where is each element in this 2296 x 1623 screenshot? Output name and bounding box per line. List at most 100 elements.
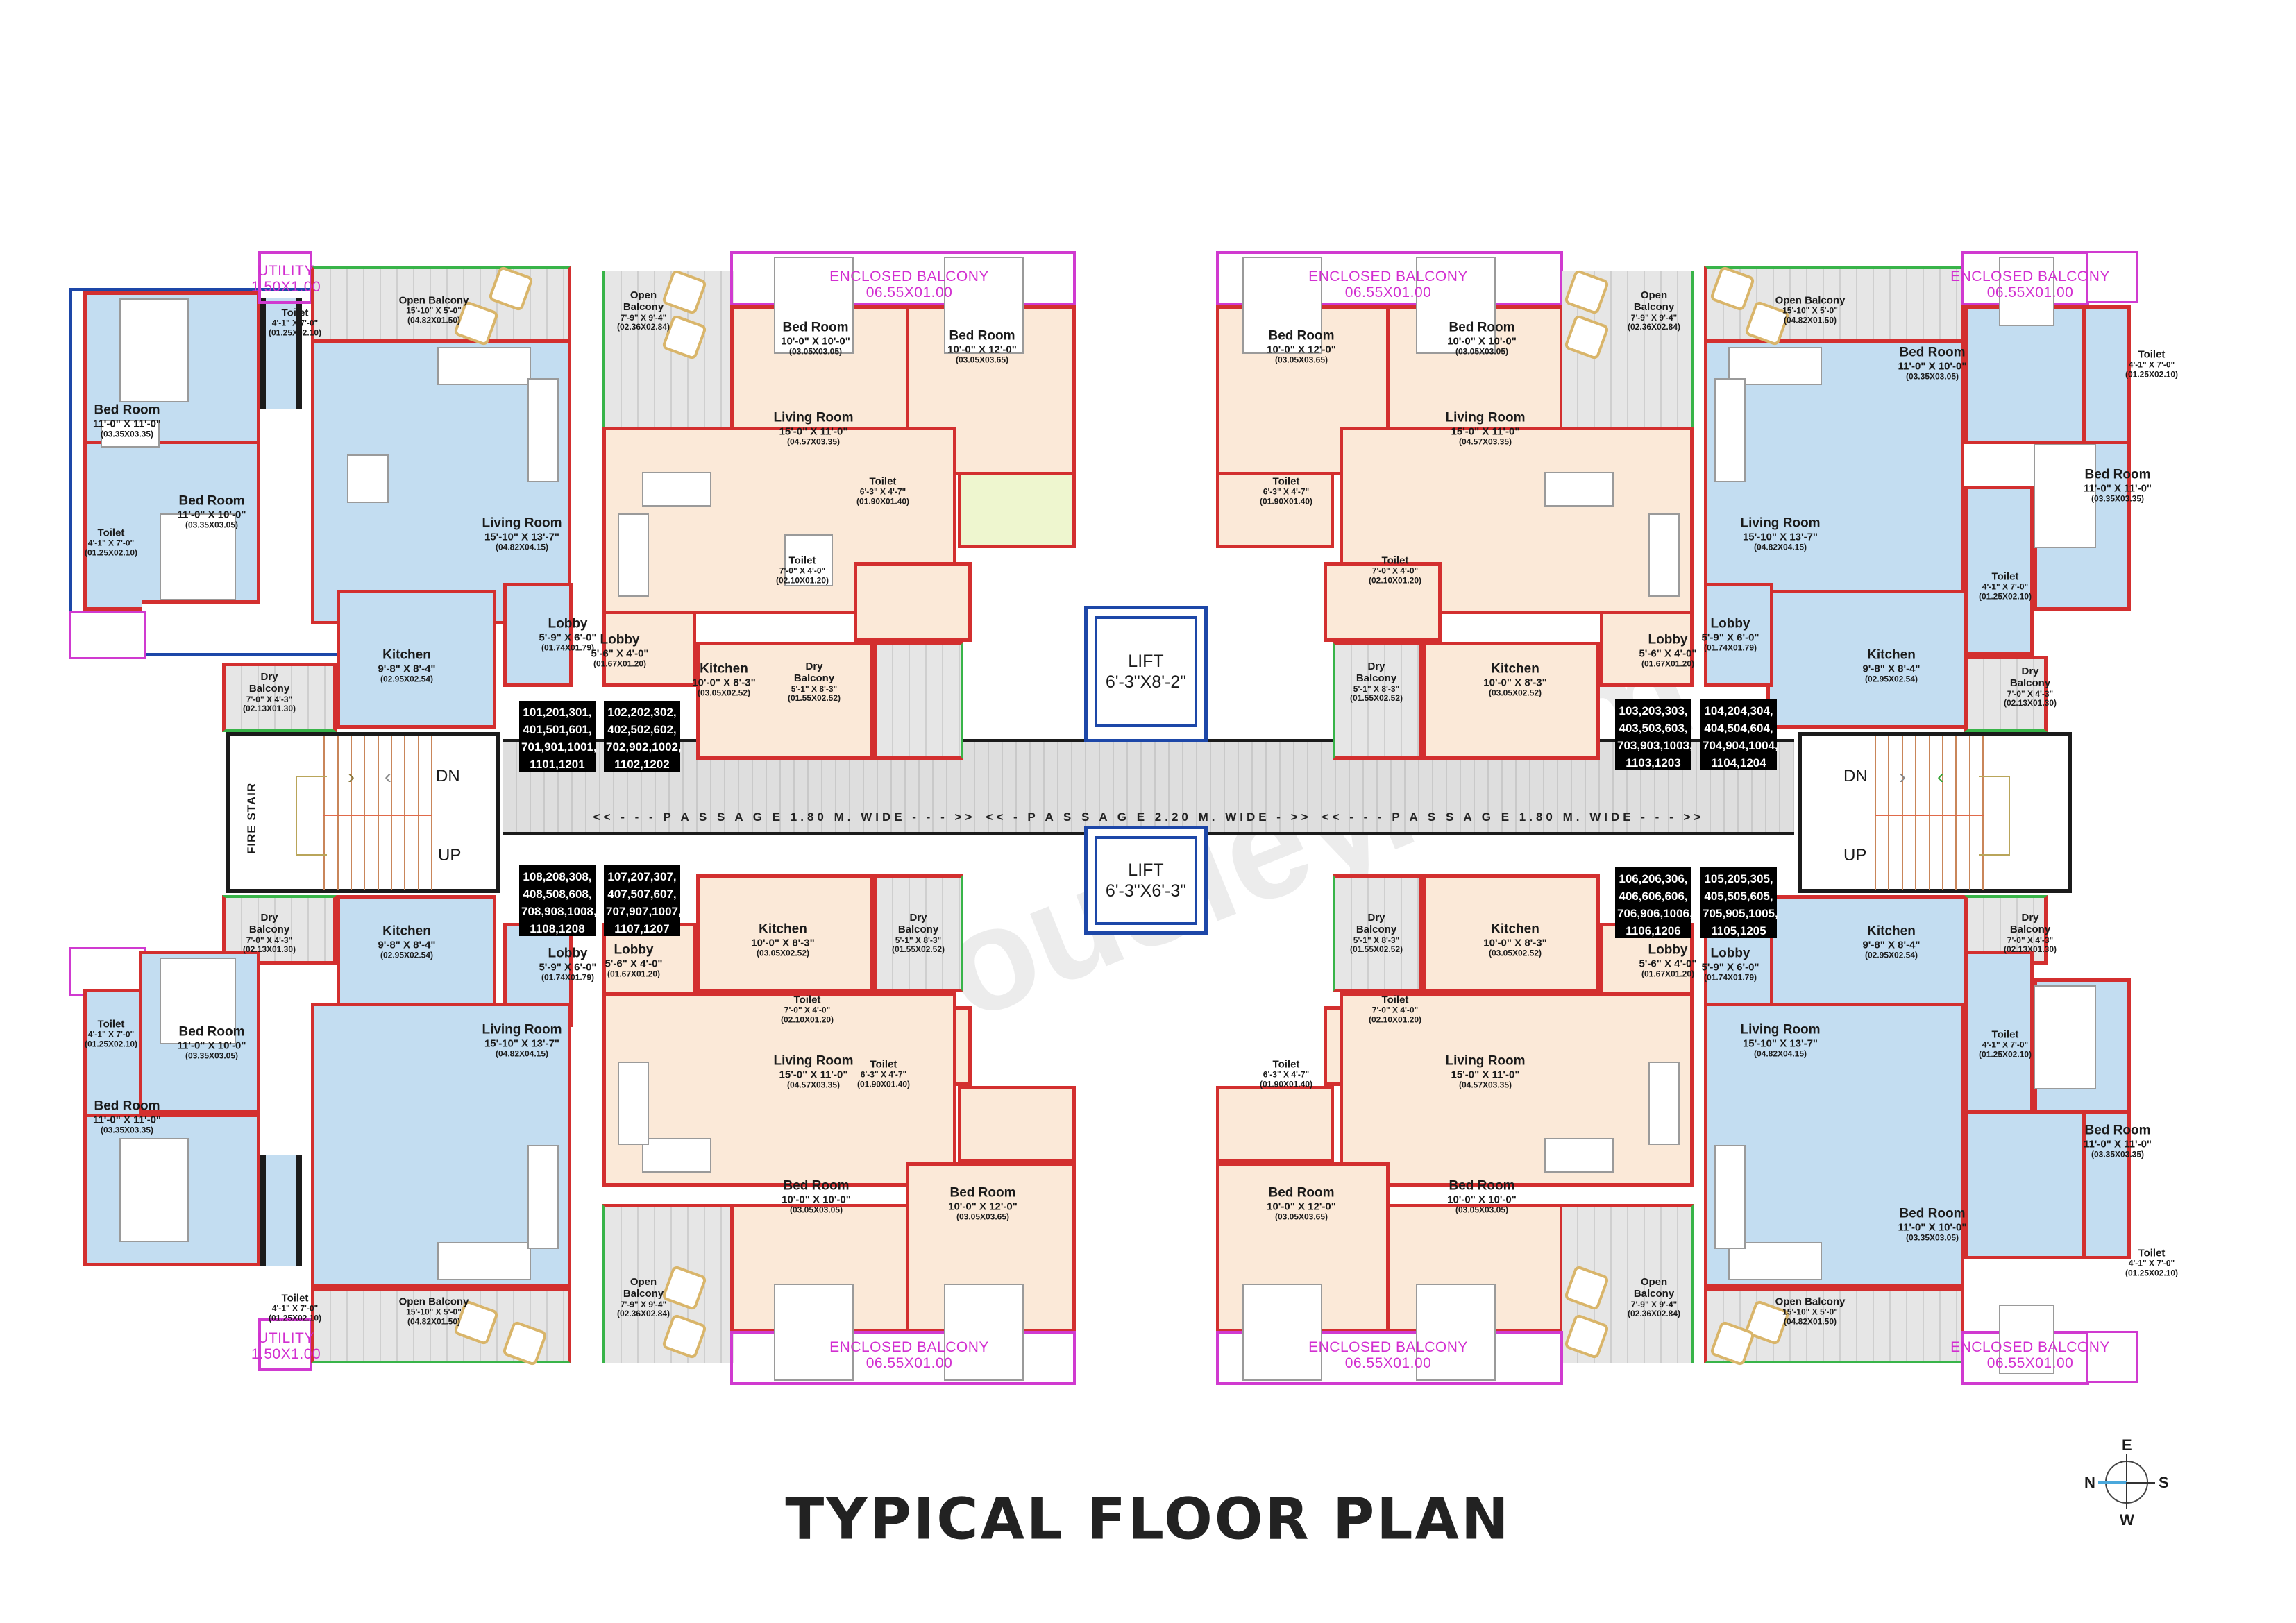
room-toilet: [2082, 305, 2131, 444]
room-dry-balcony: [873, 642, 963, 760]
room-kitchen: [696, 642, 873, 760]
stair-arrow-icon: ›: [348, 765, 355, 788]
lift-bottom-size: 6'-3"X6'-3": [1105, 881, 1187, 901]
compass-east: E: [2122, 1436, 2132, 1454]
enclosed-balcony: [1216, 1331, 1563, 1385]
page-title: TYPICAL FLOOR PLAN: [785, 1486, 1511, 1553]
compass-north: N: [2084, 1474, 2095, 1491]
room-toilet: [1216, 1086, 1334, 1162]
room-toilet: [1324, 562, 1442, 642]
room-bedroom: [1964, 305, 2086, 444]
room-bedroom: [906, 1162, 1076, 1332]
stair-dn-label: DN: [1843, 767, 1868, 785]
room-toilet-2: [260, 1155, 302, 1266]
passage-label-right: << - - - P A S S A G E 1.80 M. WIDE - - …: [1322, 810, 1705, 824]
stair-up-label: UP: [1843, 846, 1867, 865]
stair-arrow-icon: ‹: [1937, 765, 1944, 788]
fire-stair-label: FIRE STAIR: [245, 782, 258, 854]
room-lobby: [602, 611, 696, 687]
room-living: [602, 992, 956, 1187]
lift-bottom-label: LIFT: [1128, 860, 1164, 880]
lift-top-label: LIFT: [1128, 652, 1164, 671]
unit-numbers-08: 108,208,308, 408,508,608, 708,908,1008, …: [519, 865, 597, 936]
room-kitchen: [1423, 874, 1600, 992]
room-toilet: [958, 1086, 1076, 1162]
room-toilet: [83, 444, 142, 611]
room-lobby: [1704, 583, 1773, 687]
compass-south: S: [2159, 1474, 2169, 1491]
room-lobby: [1600, 611, 1694, 687]
passage-label-center: << - P A S S A G E 2.20 M. WIDE - >>: [986, 810, 1312, 824]
room-kitchen: [696, 874, 873, 992]
room-toilet: [958, 472, 1076, 548]
unit-numbers-07: 107,207,307, 407,507,607, 707,907,1007, …: [604, 865, 682, 936]
stair-dn-label: DN: [436, 767, 460, 785]
room-toilet-2: [260, 298, 302, 409]
enclosed-balcony: [730, 251, 1076, 305]
compass: E N S W: [2084, 1436, 2169, 1529]
room-dry-balcony: [873, 874, 963, 992]
passage-label-left: << - - - P A S S A G E 1.80 M. WIDE - - …: [593, 810, 976, 824]
room-toilet: [2082, 1110, 2131, 1259]
room-dry-balcony: [1964, 656, 2048, 732]
unit-numbers-03: 103,203,303, 403,503,603, 703,903,1003, …: [1615, 699, 1693, 770]
stair-up-label: UP: [438, 846, 462, 865]
enclosed-balcony: [730, 1331, 1076, 1385]
stair-arrow-icon: ›: [1899, 765, 1906, 788]
